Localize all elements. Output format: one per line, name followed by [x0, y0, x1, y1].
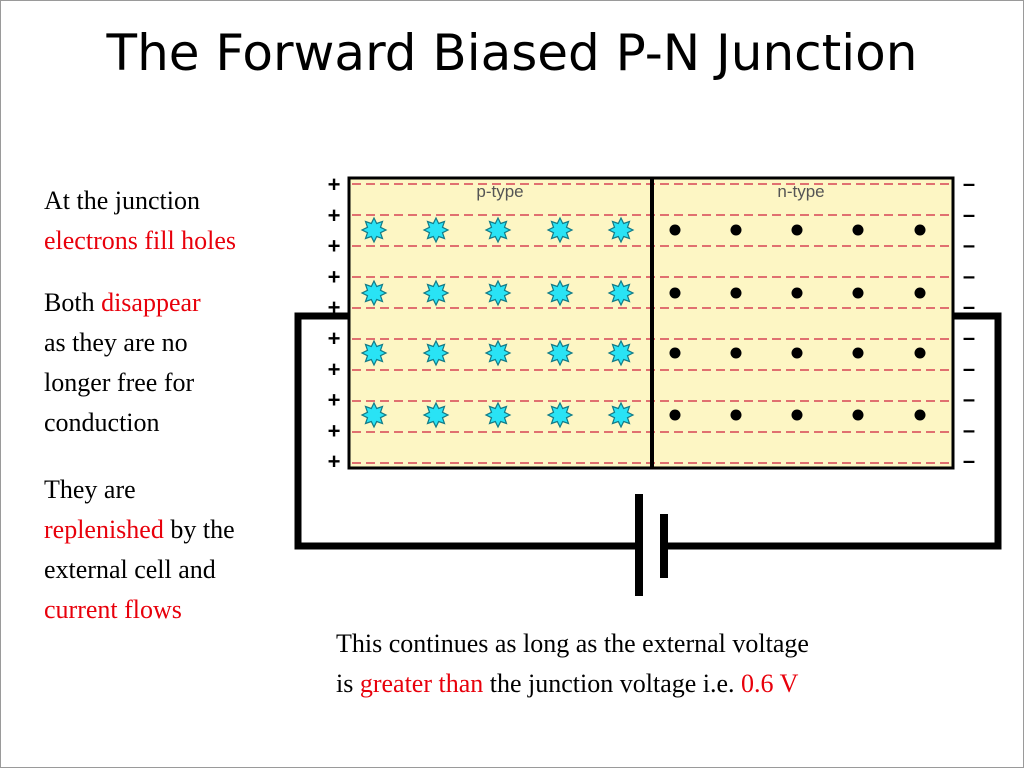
dot-icon — [791, 224, 803, 236]
plus-sign: + — [328, 203, 341, 228]
minus-sign: – — [963, 387, 975, 412]
plus-sign: + — [328, 418, 341, 443]
plus-signs: + + + + + + + + + + — [328, 172, 341, 474]
disappear-line-3: longer free for — [44, 368, 195, 397]
holes-group — [360, 216, 635, 429]
star-icon — [360, 216, 388, 244]
bottom-line-2: is greater than the junction voltage i.e… — [336, 664, 809, 704]
dot-icon — [791, 287, 803, 299]
replenished-line-4: current flows — [44, 595, 182, 624]
star-icon — [607, 339, 635, 367]
dot-icon — [852, 287, 864, 299]
star-icon — [360, 401, 388, 429]
bottom-line-1: This continues as long as the external v… — [336, 629, 809, 658]
dot-icon — [791, 409, 803, 421]
dot-icon — [669, 347, 681, 359]
minus-sign: – — [963, 263, 975, 288]
dot-icon — [791, 347, 803, 359]
minus-sign: – — [963, 171, 975, 196]
battery-cell — [635, 494, 668, 596]
minus-sign: – — [963, 202, 975, 227]
star-icon — [484, 216, 512, 244]
text-block-junction: At the junction electrons fill holes — [44, 181, 236, 261]
plus-sign: + — [328, 326, 341, 351]
p-region — [347, 176, 654, 470]
dot-icon — [669, 287, 681, 299]
star-icon — [422, 339, 450, 367]
plus-sign: + — [328, 172, 341, 197]
dot-icon — [852, 347, 864, 359]
dot-icon — [914, 409, 926, 421]
star-icon — [422, 401, 450, 429]
disappear-line-2: as they are no — [44, 328, 188, 357]
star-icon — [546, 401, 574, 429]
bottom-highlight-1: greater than — [359, 669, 484, 698]
star-icon — [607, 216, 635, 244]
dot-icon — [730, 287, 742, 299]
n-region — [650, 176, 955, 470]
plus-sign: + — [328, 264, 341, 289]
replenished-rest: by the — [170, 515, 235, 544]
circuit-wires — [294, 312, 1002, 550]
plus-sign: + — [328, 388, 341, 413]
n-type-label: n-type — [777, 182, 824, 201]
plus-sign: + — [328, 449, 341, 474]
dot-icon — [852, 409, 864, 421]
minus-sign: – — [963, 356, 975, 381]
star-icon — [422, 279, 450, 307]
plus-sign: + — [328, 357, 341, 382]
dot-icon — [914, 287, 926, 299]
dot-icon — [730, 409, 742, 421]
dot-icon — [669, 224, 681, 236]
junction-line-2: electrons fill holes — [44, 226, 237, 255]
star-icon — [422, 216, 450, 244]
minus-sign: – — [963, 448, 975, 473]
minus-sign: – — [963, 233, 975, 258]
dot-icon — [730, 224, 742, 236]
wire-left — [294, 312, 636, 550]
p-type-label: p-type — [476, 182, 523, 201]
text-block-disappear: Both disappear as they are no longer fre… — [44, 283, 201, 443]
text-block-replenished: They are replenished by the external cel… — [44, 470, 235, 630]
electrons-group — [669, 224, 926, 421]
plus-sign: + — [328, 234, 341, 259]
star-icon — [484, 401, 512, 429]
dot-icon — [669, 409, 681, 421]
replenished-line-2: replenished by the — [44, 510, 235, 550]
star-icon — [546, 339, 574, 367]
replenished-highlight: replenished — [44, 515, 164, 544]
disappear-highlight: disappear — [101, 288, 201, 317]
replenished-line-3: external cell and — [44, 555, 216, 584]
junction-line-1: At the junction — [44, 186, 200, 215]
dot-icon — [914, 224, 926, 236]
wire-right — [664, 312, 1002, 550]
minus-sign: – — [963, 325, 975, 350]
plus-sign: + — [328, 295, 341, 320]
star-icon — [360, 339, 388, 367]
bottom-prefix: is — [336, 669, 354, 698]
bottom-middle: the junction voltage i.e. — [489, 669, 735, 698]
minus-sign: – — [963, 294, 975, 319]
disappear-line-4: conduction — [44, 408, 160, 437]
star-icon — [360, 279, 388, 307]
star-icon — [546, 216, 574, 244]
dot-icon — [730, 347, 742, 359]
bottom-highlight-2: 0.6 V — [741, 669, 799, 698]
replenished-line-1: They are — [44, 475, 136, 504]
star-icon — [607, 401, 635, 429]
star-icon — [484, 279, 512, 307]
dot-icon — [852, 224, 864, 236]
disappear-line-1: Both disappear — [44, 283, 201, 323]
disappear-prefix: Both — [44, 288, 95, 317]
dot-icon — [914, 347, 926, 359]
star-icon — [607, 279, 635, 307]
slide-title: The Forward Biased P-N Junction — [106, 24, 918, 82]
star-icon — [484, 339, 512, 367]
minus-signs: – – – – – – – – – – — [963, 171, 975, 473]
text-block-bottom: This continues as long as the external v… — [336, 624, 809, 704]
star-icon — [546, 279, 574, 307]
minus-sign: – — [963, 417, 975, 442]
